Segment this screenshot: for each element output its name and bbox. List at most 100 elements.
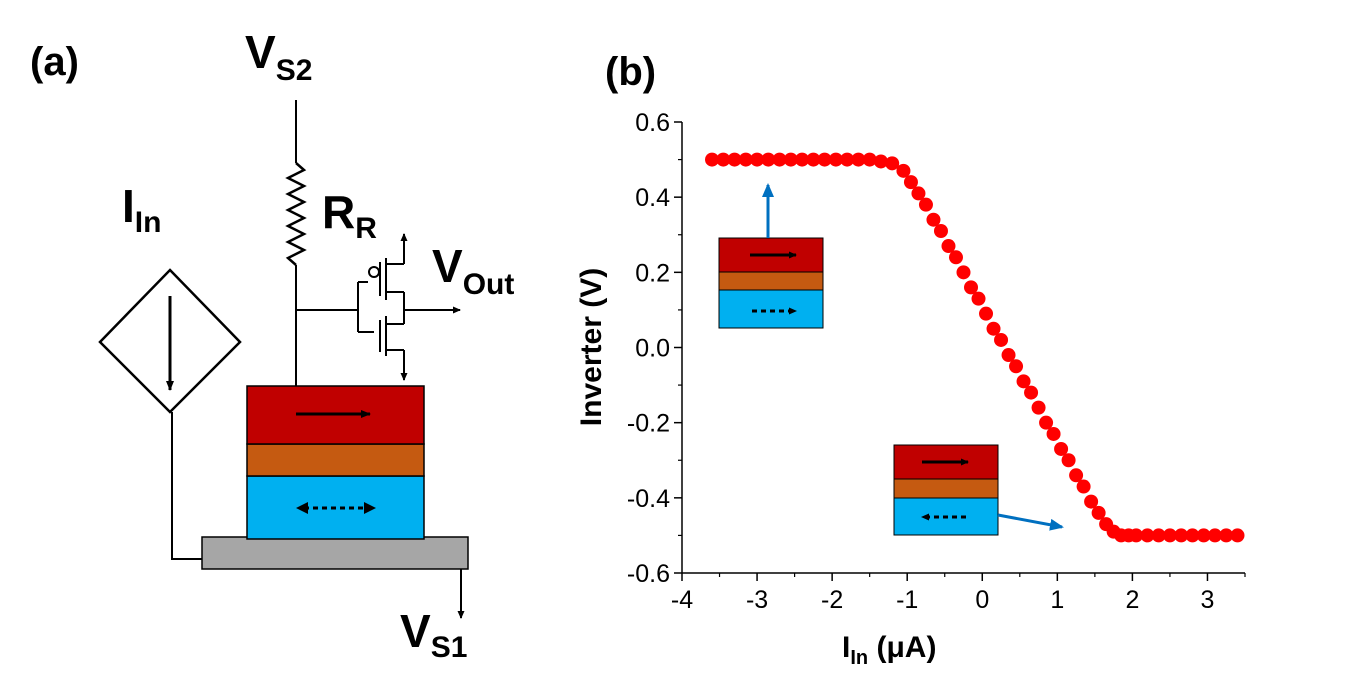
x-axis-label: IIn (μA) <box>842 631 936 669</box>
source-to-substrate-wire <box>171 412 202 560</box>
x-axis-label-rest: (μA) <box>868 631 936 664</box>
data-point <box>948 250 963 265</box>
data-point <box>1230 528 1245 543</box>
data-point <box>1054 441 1069 456</box>
vout-label: VOut <box>432 240 514 301</box>
vs1-sub: S1 <box>431 631 468 664</box>
panel-a-circuit: (a) VS2 RR <box>30 26 514 664</box>
y-tick-label: -0.4 <box>627 485 670 513</box>
inset-low-state <box>893 444 1064 536</box>
data-point <box>1009 359 1024 374</box>
data-point <box>1219 528 1234 543</box>
data-point <box>828 152 843 167</box>
y-tick-label: 0.4 <box>635 184 670 212</box>
vout-main: V <box>432 240 463 292</box>
data-point <box>840 152 855 167</box>
x-ticks: -4 -3 -2 -1 0 1 2 3 <box>671 573 1246 614</box>
data-point <box>873 154 888 169</box>
data-point <box>1001 348 1016 363</box>
data-point <box>926 212 941 227</box>
data-point <box>1091 505 1106 520</box>
data-point <box>956 265 971 280</box>
data-point <box>716 152 731 167</box>
data-point <box>911 186 926 201</box>
vs2-main: V <box>245 26 276 78</box>
data-point <box>772 152 787 167</box>
data-point <box>1151 528 1166 543</box>
data-point <box>817 152 832 167</box>
data-point <box>933 223 948 238</box>
data-point <box>994 332 1009 347</box>
data-point <box>941 239 956 254</box>
x-tick-label: -1 <box>896 586 918 614</box>
rr-sub: R <box>355 212 377 245</box>
data-point <box>795 152 810 167</box>
y-tick-label: -0.2 <box>627 410 670 438</box>
data-point <box>783 152 798 167</box>
data-point <box>761 152 776 167</box>
y-tick-label: 0.2 <box>635 259 670 287</box>
inset-high-state <box>718 183 824 329</box>
data-point <box>705 152 720 167</box>
data-point <box>1185 528 1200 543</box>
x-axis-label-sub: In <box>850 647 868 669</box>
x-tick-label: 1 <box>1050 586 1064 614</box>
x-tick-label: 2 <box>1125 586 1139 614</box>
inset-low-pointer-arrow <box>997 513 1064 531</box>
data-point <box>738 152 753 167</box>
data-point <box>1061 453 1076 468</box>
data-point <box>964 280 979 295</box>
y-tick-label: -0.6 <box>627 560 670 588</box>
data-point <box>1162 528 1177 543</box>
data-point <box>1207 528 1222 543</box>
x-tick-label: 0 <box>975 586 989 614</box>
iin-sub: In <box>135 206 162 239</box>
data-point <box>806 152 821 167</box>
data-point <box>1024 385 1039 400</box>
vout-sub: Out <box>463 268 515 301</box>
resistor-rr <box>285 162 307 266</box>
x-tick-label: -3 <box>746 586 768 614</box>
data-point <box>903 175 918 190</box>
data-point <box>1031 400 1046 415</box>
x-tick-label: 3 <box>1201 586 1215 614</box>
y-ticks: 0.6 0.4 0.2 0.0 -0.2 -0.4 -0.6 <box>627 109 682 588</box>
data-point <box>885 156 900 171</box>
data-point <box>1196 528 1211 543</box>
iin-main: I <box>122 180 135 232</box>
data-point <box>750 152 765 167</box>
rr-main: R <box>322 186 355 238</box>
data-point <box>986 321 1001 336</box>
data-point <box>971 291 986 306</box>
iin-label: IIn <box>122 180 161 239</box>
substrate <box>201 536 469 570</box>
data-point <box>727 152 742 167</box>
panel-b-chart: (b) 0.6 0.4 0.2 0.0 -0.2 -0.4 -0.6 -4 -3 -2 -1 0 1 2… <box>575 50 1246 669</box>
panel-a-label: (a) <box>30 40 79 84</box>
y-tick-label: 0.6 <box>635 109 670 137</box>
free-magnetization-double-arrow <box>296 502 376 514</box>
data-point <box>1076 479 1091 494</box>
vs2-label: VS2 <box>245 26 312 87</box>
x-axis-label-main: I <box>842 631 850 664</box>
panel-b-label: (b) <box>605 50 656 94</box>
data-point <box>1046 426 1061 441</box>
data-point <box>896 163 911 178</box>
cmos-inverter <box>296 233 461 381</box>
data-points <box>705 152 1245 543</box>
data-point <box>1129 528 1144 543</box>
data-point <box>1084 494 1099 509</box>
y-tick-label: 0.0 <box>635 335 670 363</box>
x-tick-label: -2 <box>821 586 843 614</box>
data-point <box>862 152 877 167</box>
data-point <box>979 306 994 321</box>
data-point <box>918 197 933 212</box>
vs2-sub: S2 <box>276 54 313 87</box>
x-tick-label: -4 <box>671 586 693 614</box>
data-point <box>1174 528 1189 543</box>
y-axis-label: Inverter (V) <box>575 268 608 426</box>
spacer-layer <box>246 443 425 477</box>
vs1-label: VS1 <box>400 605 467 664</box>
vs1-main: V <box>400 605 431 657</box>
